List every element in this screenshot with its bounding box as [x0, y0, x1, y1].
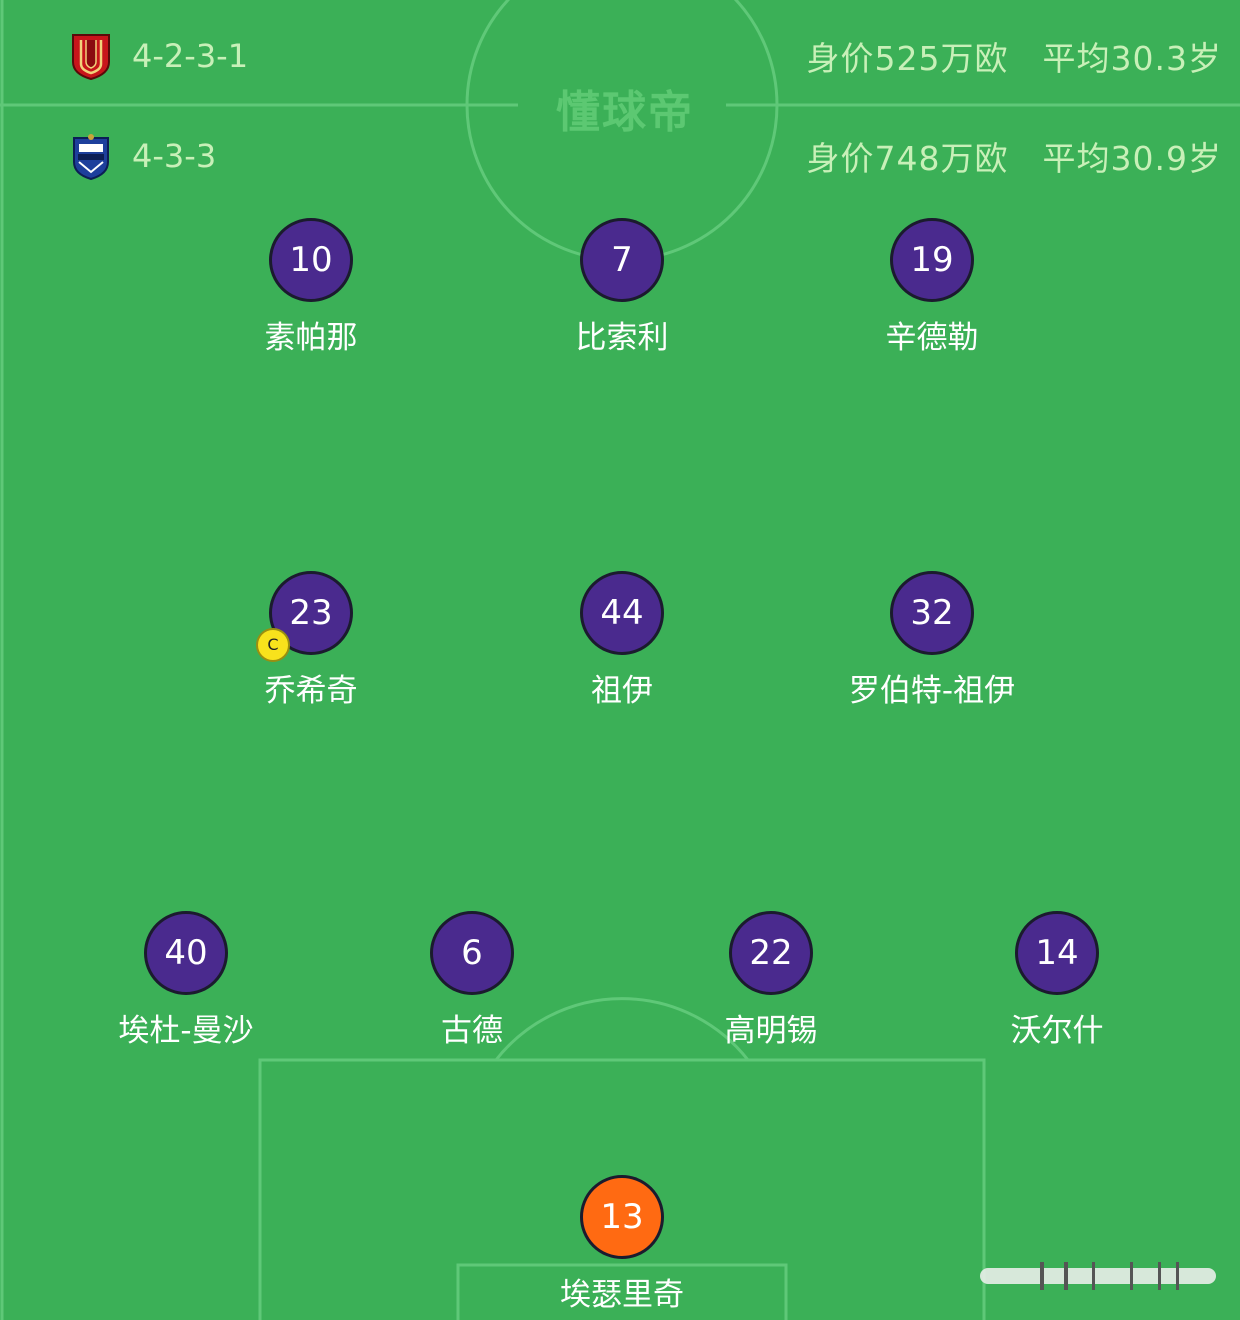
player-name: 古德	[441, 1013, 503, 1049]
player-name: 乔希奇	[264, 673, 358, 709]
player-number-disc: 10	[269, 218, 353, 302]
team-header-away: 4-3-3 身价748万欧平均30.9岁	[0, 126, 1240, 186]
player-number-disc: 40	[144, 911, 228, 995]
player-number-disc: 32	[890, 571, 974, 655]
player-defender-center-left[interactable]: 6 古德	[352, 911, 592, 1050]
player-number-disc: 22	[729, 911, 813, 995]
watermark-logo: 懂球帝	[556, 87, 694, 138]
player-number-disc: 23 C	[256, 571, 353, 662]
player-number-disc: 6	[430, 911, 514, 995]
captain-badge: C	[256, 628, 290, 662]
squad-value-away: 身价748万欧	[806, 139, 1009, 178]
platform-watermark-icon	[980, 1262, 1216, 1290]
player-goalkeeper[interactable]: 13 埃瑟里奇	[502, 1175, 742, 1314]
player-name: 祖伊	[591, 673, 653, 709]
red-shield-crest-icon	[72, 34, 110, 80]
player-forward-center[interactable]: 7 比索利	[502, 218, 742, 357]
player-defender-center-right[interactable]: 22 高明锡	[651, 911, 891, 1050]
player-midfielder-center[interactable]: 44 祖伊	[502, 571, 742, 710]
player-forward-right[interactable]: 19 辛德勒	[812, 218, 1052, 357]
player-midfielder-right[interactable]: 32 罗伯特-祖伊	[812, 571, 1052, 710]
player-defender-right[interactable]: 14 沃尔什	[937, 911, 1177, 1050]
player-number: 23	[289, 593, 333, 633]
player-number-disc: 7	[580, 218, 664, 302]
average-age-away: 平均30.9岁	[1042, 139, 1222, 178]
player-number-disc: 14	[1015, 911, 1099, 995]
player-name: 沃尔什	[1010, 1013, 1104, 1049]
player-name: 辛德勒	[885, 320, 979, 356]
player-number-disc: 19	[890, 218, 974, 302]
player-name: 比索利	[575, 320, 669, 356]
player-name: 素帕那	[264, 320, 358, 356]
player-name: 高明锡	[724, 1013, 818, 1049]
player-midfielder-left[interactable]: 23 C 乔希奇	[191, 571, 431, 710]
player-defender-left[interactable]: 40 埃杜-曼沙	[66, 911, 306, 1050]
team-stats-home: 身价525万欧平均30.3岁	[807, 32, 1222, 80]
buriram-crest-icon	[73, 134, 109, 180]
squad-value-home: 身价525万欧	[806, 39, 1009, 78]
player-forward-left[interactable]: 10 素帕那	[191, 218, 431, 357]
team-header-home: 4-2-3-1 身价525万欧平均30.3岁	[0, 26, 1240, 86]
player-name: 埃瑟里奇	[560, 1277, 684, 1313]
player-number-disc: 44	[580, 571, 664, 655]
player-number-disc: 13	[580, 1175, 664, 1259]
team-stats-away: 身价748万欧平均30.9岁	[807, 132, 1222, 180]
formation-away: 4-3-3	[132, 137, 217, 175]
average-age-home: 平均30.3岁	[1042, 39, 1222, 78]
player-name: 埃杜-曼沙	[118, 1013, 254, 1049]
player-name: 罗伯特-祖伊	[848, 673, 1016, 709]
formation-home: 4-2-3-1	[132, 37, 249, 75]
